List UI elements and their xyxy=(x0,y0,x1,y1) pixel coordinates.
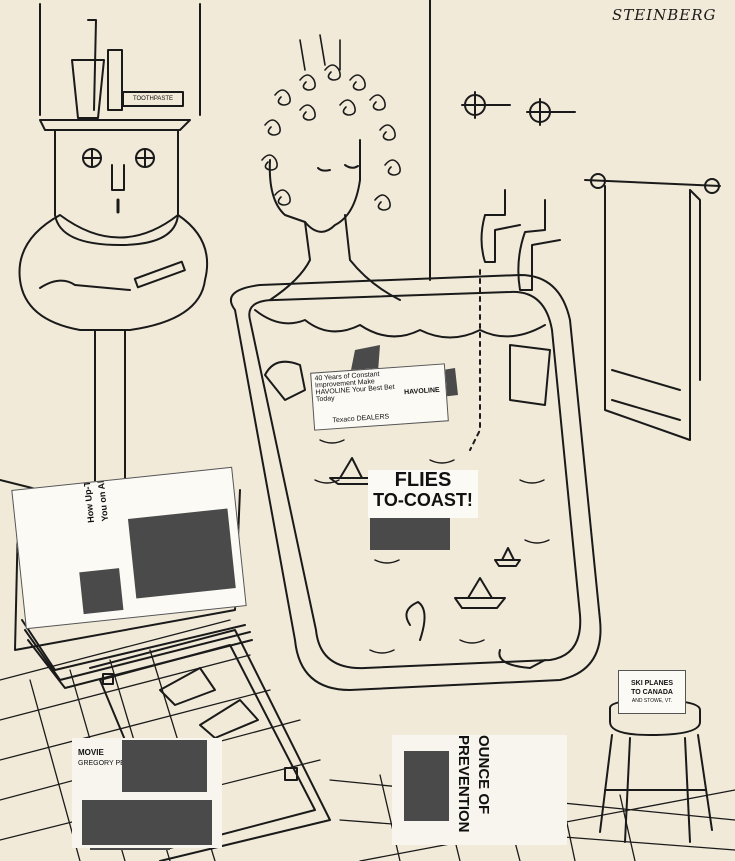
bathtub xyxy=(229,274,602,691)
magazine-main-photo xyxy=(127,508,236,599)
bath-fixtures xyxy=(461,91,576,451)
bather-hand xyxy=(264,360,306,401)
stool-sign-line2: TO CANADA xyxy=(631,689,673,696)
sink xyxy=(18,119,209,491)
movie-clipping-photo-1 xyxy=(122,740,207,792)
boat-photo xyxy=(370,518,450,550)
bather-foot xyxy=(405,601,426,641)
boat-clipping: FLIES TO-COAST! xyxy=(368,470,478,518)
newspaper-headline: 40 Years of Constant Improvement Make HA… xyxy=(314,370,395,404)
boat-clipping-line2: TO-COAST! xyxy=(373,490,473,510)
newspaper-brand: HAVOLINE xyxy=(403,386,440,397)
floor-clipping-line1: OUNCE OF xyxy=(475,735,492,815)
paper-boat-2 xyxy=(454,577,506,609)
newspaper-footer: Texaco DEALERS xyxy=(332,413,390,425)
boat-clipping-line1: FLIES xyxy=(394,470,452,491)
magazine-cover: How Up-To-Date are You on Aluminum? xyxy=(11,466,247,630)
towel-rack xyxy=(584,173,721,441)
toothpaste-tube: TOOTHPASTE xyxy=(123,92,183,106)
floor-clipping-photo xyxy=(404,751,449,821)
stool xyxy=(599,699,713,843)
floor-clipping-line2: PREVENTION xyxy=(455,735,472,833)
movie-clipping-line2: GREGORY PECK xyxy=(78,760,135,767)
wall-soap-dish xyxy=(509,344,551,406)
curly-hair xyxy=(261,34,401,211)
movie-clipping-line1: MOVIE xyxy=(78,748,104,757)
bather-foot-2 xyxy=(498,649,546,669)
stool-sign-line3: AND STOWE, VT. xyxy=(631,698,673,704)
movie-clipping-photo-2 xyxy=(82,800,212,845)
paper-boat-3 xyxy=(494,547,521,567)
toothpaste-label: TOOTHPASTE xyxy=(132,96,174,102)
sink-shelf-items xyxy=(71,19,184,119)
floor-newspaper-boat: OUNCE OF PREVENTION xyxy=(392,735,567,845)
magazine-side-photo xyxy=(79,568,124,615)
mirror-frame xyxy=(39,3,201,116)
bather-head xyxy=(268,139,401,301)
artist-signature: STEINBERG xyxy=(612,6,717,24)
stool-sign-line1: SKI PLANES xyxy=(630,680,673,687)
havoline-newspaper: 40 Years of Constant Improvement Make HA… xyxy=(310,363,449,431)
stool-sign: SKI PLANES TO CANADA AND STOWE, VT. xyxy=(618,670,686,714)
movie-clipping: MOVIE GREGORY PECK xyxy=(72,738,222,848)
